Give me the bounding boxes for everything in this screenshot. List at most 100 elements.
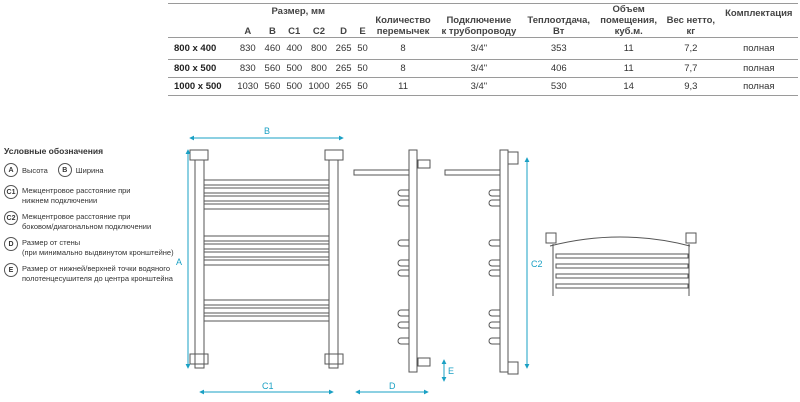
- cell-b: 560: [264, 81, 281, 92]
- side2-bracket: [444, 169, 501, 176]
- side2-bottom-fitting: [507, 361, 519, 375]
- side1-top-fitting: [417, 159, 431, 169]
- legend-row-c2: C2 Межцентровое расстояние при боковом/д…: [4, 211, 174, 232]
- top-view: [545, 232, 697, 296]
- front-view: [189, 149, 344, 369]
- table-top-border: [168, 3, 798, 4]
- top-shelf-bar: [555, 273, 689, 279]
- legend-row-c1: C1 Межцентровое расстояние при нижнем по…: [4, 185, 174, 206]
- cell-kit: полная: [743, 43, 775, 54]
- header-col-e: E: [359, 26, 366, 37]
- cell-jumpers: 8: [400, 63, 406, 74]
- table-header-row-1: Размер, мм Количество перемычек Подключе…: [168, 4, 798, 37]
- header-jumpers: Количество перемычек: [375, 15, 431, 37]
- cell-a: 830: [239, 63, 256, 74]
- legend-row-e: E Размер от нижней/верхней точки водяног…: [4, 263, 174, 284]
- cell-weight: 7,7: [684, 63, 698, 74]
- cell-heat: 406: [550, 63, 567, 74]
- cell-connection: 3/4": [470, 81, 488, 92]
- header-heat: Теплоотдача, Вт: [527, 15, 591, 37]
- front-right-top-cap: [324, 149, 344, 161]
- table-row: 800 x 400 830 460 400 800 265 50 8 3/4" …: [168, 37, 798, 60]
- cell-jumpers: 8: [400, 43, 406, 54]
- side2-crossbar-ends: [488, 189, 500, 345]
- cell-volume: 11: [623, 43, 634, 54]
- top-shelf-bar: [555, 263, 689, 269]
- cell-c1: 400: [286, 43, 303, 54]
- front-right-rail: [328, 159, 339, 369]
- legend-text-a: Высота: [22, 165, 48, 175]
- side1-crossbar-ends: [397, 189, 409, 345]
- cell-heat: 353: [550, 43, 567, 54]
- header-connection: Подключение к трубопроводу: [441, 15, 517, 37]
- table-header-row-2: A B C1 C2 D E: [168, 19, 798, 37]
- table-row: 1000 x 500 1030 560 500 1000 265 50 11 3…: [168, 78, 798, 96]
- front-crossbars: [203, 179, 330, 322]
- legend-badge-a: A: [4, 163, 18, 177]
- front-left-top-cap: [189, 149, 209, 161]
- dim-label-a: A: [176, 257, 182, 267]
- legend-badge-d: D: [4, 237, 18, 251]
- cell-weight: 7,2: [684, 43, 698, 54]
- cell-e: 50: [357, 43, 368, 54]
- dim-label-e: E: [448, 366, 454, 376]
- top-left-fitting: [545, 232, 557, 244]
- cell-size: 800 x 500: [174, 63, 217, 74]
- header-kit: Комплектация: [725, 8, 793, 19]
- cell-c2: 800: [311, 63, 327, 74]
- cell-connection: 3/4": [470, 63, 488, 74]
- cell-d: 265: [335, 81, 352, 92]
- legend-text-e: Размер от нижней/верхней точки водяного …: [22, 264, 173, 283]
- dim-label-c2: C2: [531, 259, 543, 269]
- dim-label-b: B: [264, 126, 270, 136]
- cell-a: 830: [239, 43, 256, 54]
- header-volume: Объем помещения, куб.м.: [600, 4, 658, 37]
- cell-size: 1000 x 500: [174, 81, 222, 92]
- legend-text-c2: Межцентровое расстояние при боковом/диаг…: [22, 212, 152, 231]
- legend-badge-e: E: [4, 263, 18, 277]
- side1-bottom-fitting: [417, 357, 431, 367]
- cell-kit: полная: [743, 63, 775, 74]
- cell-weight: 9,3: [684, 81, 698, 92]
- header-col-d: D: [340, 26, 348, 37]
- cell-heat: 530: [550, 81, 567, 92]
- cell-size: 800 x 400: [174, 43, 217, 54]
- cell-c1: 500: [286, 81, 303, 92]
- legend-text-c1: Межцентровое расстояние при нижнем подкл…: [22, 186, 131, 205]
- dim-label-c1: C1: [262, 381, 274, 391]
- cell-e: 50: [357, 63, 368, 74]
- side1-rail: [408, 149, 418, 373]
- cell-connection: 3/4": [470, 43, 488, 54]
- cell-c2: 800: [311, 43, 327, 54]
- cell-c1: 500: [286, 63, 303, 74]
- header-col-a: A: [244, 26, 252, 37]
- top-front-bar: [549, 236, 691, 247]
- header-size: Размер, мм: [271, 6, 326, 18]
- cell-volume: 14: [623, 81, 634, 92]
- front-right-bottom-cap: [324, 353, 344, 365]
- cell-b: 460: [264, 43, 281, 54]
- cell-d: 265: [335, 43, 352, 54]
- cell-b: 560: [264, 63, 281, 74]
- header-col-b: B: [269, 26, 276, 37]
- legend-title: Условные обозначения: [4, 146, 104, 156]
- front-left-rail: [194, 159, 205, 369]
- top-shelf-bar: [555, 253, 689, 259]
- legend-row-d: D Размер от стены (при минимально выдвин…: [4, 237, 174, 258]
- side2-top-fitting: [507, 151, 519, 165]
- legend-badge-b: B: [57, 163, 72, 177]
- side-view-2: [444, 149, 519, 375]
- legend-row-ab: A Высота B Ширина: [4, 163, 174, 177]
- cell-e: 50: [357, 81, 368, 92]
- header-col-c2: C2: [312, 26, 325, 37]
- side1-dimensions: [355, 359, 447, 395]
- cell-a: 1030: [237, 81, 259, 92]
- spec-table: Размер, мм Количество перемычек Подключе…: [168, 4, 798, 96]
- legend-text-b: Ширина: [75, 165, 104, 175]
- dim-label-d: D: [389, 381, 396, 391]
- cell-d: 265: [335, 63, 352, 74]
- front-dimensions: [185, 135, 344, 395]
- header-col-c1: C1: [288, 26, 301, 37]
- cell-volume: 11: [623, 63, 634, 74]
